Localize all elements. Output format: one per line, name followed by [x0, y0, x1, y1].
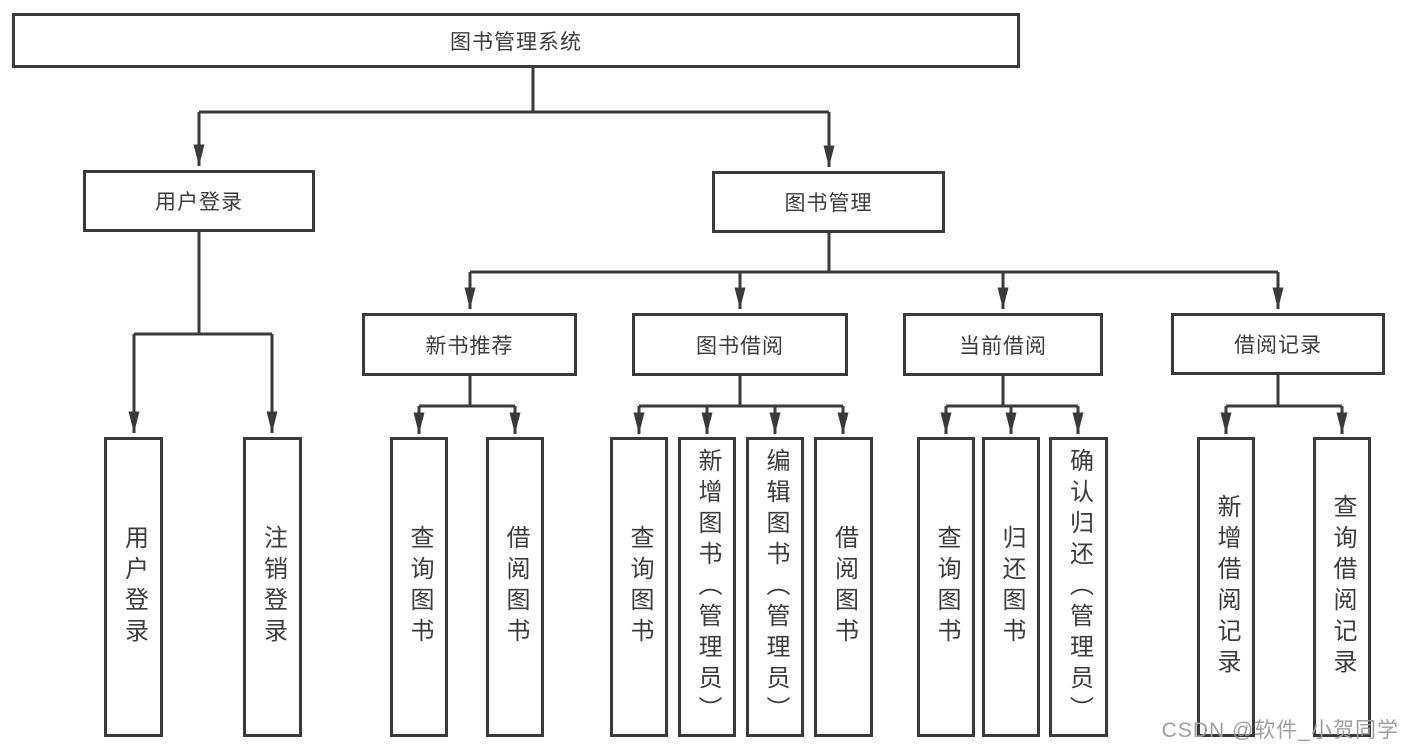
- node-library-management-system: 图书管理系统: [12, 13, 1020, 68]
- connector-current-borrow-branch: [940, 376, 1084, 434]
- leaf-user-login: 用户登录: [104, 437, 163, 737]
- node-borrowing-records: 借阅记录: [1171, 313, 1385, 375]
- leaf-newbook-query-books: 查询图书: [390, 437, 448, 737]
- connector-book-mgmt-branch: [464, 233, 1284, 309]
- leaf-newbook-borrow-books: 借阅图书: [486, 437, 544, 737]
- leaf-confirm-return-admin: 确认归还（管理员）: [1049, 437, 1108, 737]
- node-current-borrowing: 当前借阅: [903, 313, 1103, 376]
- node-new-book-recommendation: 新书推荐: [362, 313, 577, 376]
- connector-new-book-branch: [413, 376, 521, 434]
- leaf-add-books-admin: 新增图书（管理员）: [678, 437, 736, 737]
- leaf-borrow-books: 借阅图书: [814, 437, 873, 737]
- leaf-return-books: 归还图书: [982, 437, 1040, 737]
- leaf-logout: 注销登录: [243, 437, 302, 737]
- node-book-management: 图书管理: [712, 171, 945, 233]
- connector-book-borrow-branch: [633, 376, 849, 434]
- connector-borrow-record-branch: [1220, 375, 1348, 434]
- leaf-edit-books-admin: 编辑图书（管理员）: [746, 437, 804, 737]
- csdn-watermark: CSDN @软件_小贺同学: [1161, 719, 1399, 742]
- connector-root-branch: [193, 68, 835, 167]
- leaf-borrowing-query-books: 查询图书: [610, 437, 668, 737]
- connector-user-login-branch: [128, 232, 278, 433]
- node-book-borrowing: 图书借阅: [632, 313, 848, 376]
- leaf-add-borrow-record: 新增借阅记录: [1197, 437, 1255, 737]
- node-user-login: 用户登录: [83, 170, 315, 232]
- leaf-current-query-books: 查询图书: [917, 437, 975, 737]
- leaf-query-borrow-record: 查询借阅记录: [1313, 437, 1371, 737]
